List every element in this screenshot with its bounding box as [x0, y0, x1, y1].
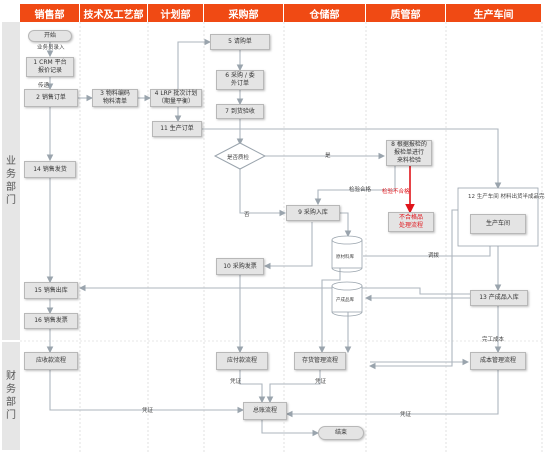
quality-check-label: 是否质检 — [227, 155, 250, 161]
yes-label: 是 — [325, 153, 331, 159]
end-node: 结束 — [318, 426, 364, 440]
workshop-node: 生产车间 — [470, 214, 526, 234]
no-label: 否 — [244, 212, 250, 218]
lane-finance: 财务部门 — [2, 342, 20, 450]
voucher-label-inv: 凭证 — [315, 379, 327, 385]
lane-business: 业务部门 — [2, 22, 20, 340]
sales-order-node: 2 销售订单 — [24, 89, 78, 107]
header-production: 生产车间 — [446, 4, 542, 22]
raw-material-db-label: 原材料库 — [336, 255, 354, 260]
transfer-out-label: 调拨 — [428, 253, 440, 259]
purchase-inbound-node: 9 采购入库 — [286, 205, 340, 221]
inventory-mgmt-node: 存货管理流程 — [294, 352, 346, 370]
start-node: 开始 — [28, 30, 72, 42]
reject-process-node: 不合格品 处理流程 — [388, 212, 434, 232]
sales-outbound-node: 15 销售出库 — [24, 282, 78, 299]
sales-invoice-node: 16 销售发票 — [24, 313, 78, 329]
purchase-order-node: 6 采购 / 委 外订单 — [216, 70, 264, 90]
entry-label: 业务员录入 — [37, 45, 65, 51]
raw-material-db-shape — [331, 235, 363, 273]
lrp-plan-node: 4 LRP 批次计划 （期量平衡） — [150, 89, 202, 107]
material-code-node: 3 物料编码 物料清单 — [92, 89, 138, 107]
voucher-label-ar: 凭证 — [142, 408, 154, 414]
quality-check-diamond — [213, 142, 267, 170]
voucher-label-cost: 凭证 — [400, 412, 412, 418]
production-title: 12 生产车间 材料出货半成品完工 — [468, 194, 545, 200]
receivable-node: 应收款流程 — [24, 352, 78, 370]
finished-goods-db-label: 产成品库 — [336, 298, 354, 303]
header-sales: 销售部 — [20, 4, 80, 22]
transfer-label: 传递 — [38, 83, 50, 89]
header-plan: 计划部 — [148, 4, 204, 22]
purchase-request-node: 5 请购单 — [210, 34, 270, 50]
qc-pass-label: 检验合格 — [349, 187, 372, 193]
finished-goods-inbound-node: 13 产成品入库 — [470, 290, 528, 306]
arrival-check-node: 7 到货验收 — [216, 104, 264, 119]
purchase-invoice-node: 10 采购发票 — [216, 258, 264, 275]
production-order-node: 11 生产订单 — [152, 121, 202, 137]
payable-node: 应付款流程 — [216, 352, 268, 370]
incoming-inspection-node: 8 根据报检的 报检单进行 来料检验 — [386, 140, 432, 166]
header-quality: 质管部 — [366, 4, 446, 22]
header-tech: 技术及工艺部 — [80, 4, 148, 22]
cost-mgmt-node: 成本管理流程 — [470, 352, 526, 370]
sales-delivery-node: 14 销售发货 — [24, 161, 76, 178]
crm-quote-node: 1 CRM 平台 报价记录 — [26, 57, 74, 77]
voucher-label-ap: 凭证 — [230, 379, 242, 385]
header-purchase: 采购部 — [204, 4, 284, 22]
finish-cost-label: 完工成本 — [482, 337, 505, 343]
header-warehouse: 仓储部 — [284, 4, 366, 22]
qc-fail-label: 检验不合格 — [382, 189, 410, 195]
finished-goods-db-shape — [331, 281, 363, 317]
general-ledger-node: 总账流程 — [243, 402, 287, 420]
